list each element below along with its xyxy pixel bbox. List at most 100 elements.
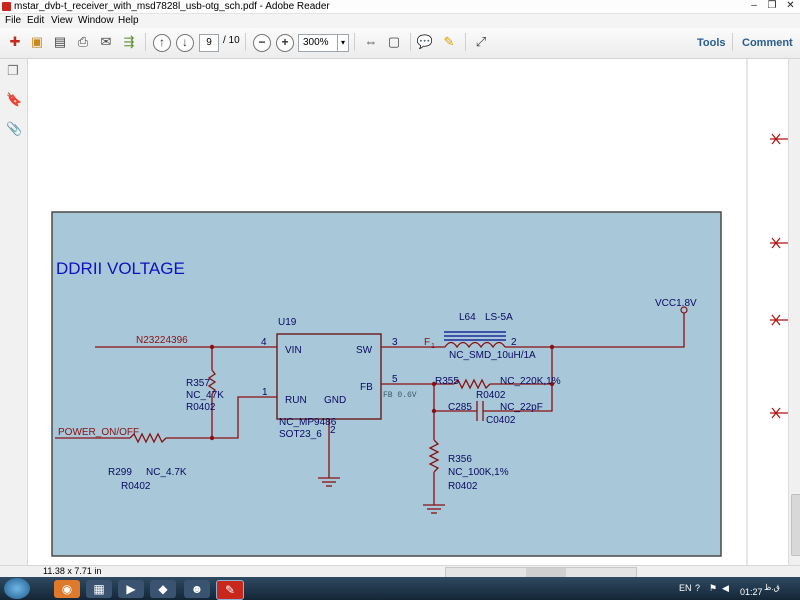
- clock[interactable]: 01:27: [740, 587, 763, 597]
- emoji-app-icon[interactable]: ☻: [184, 580, 210, 598]
- ic-ref-label: U19: [278, 317, 297, 328]
- media-player-icon[interactable]: ▶: [118, 580, 144, 598]
- comment-button[interactable]: Comment: [742, 37, 793, 49]
- ic-pin-gnd: GND: [324, 395, 346, 406]
- menu-file[interactable]: File: [5, 15, 22, 26]
- menu-view[interactable]: View: [51, 15, 73, 26]
- vcc-terminal: [680, 306, 688, 314]
- bookmarks-icon[interactable]: 🔖: [6, 92, 23, 107]
- fb-voltage-note: FB 0.6V: [383, 391, 417, 400]
- inductor-flag: F: [424, 337, 430, 348]
- flag-icon[interactable]: ⚑: [709, 583, 718, 593]
- u19-ic-body: [276, 333, 382, 420]
- ic-pin-number-sw: 3: [392, 337, 398, 348]
- ic-pin-number-run: 1: [262, 387, 268, 398]
- share-icon[interactable]: ⇶: [123, 34, 135, 49]
- highlight-text-icon[interactable]: ✎: [443, 34, 455, 49]
- open-folder-icon[interactable]: ▣: [30, 34, 44, 49]
- net-power-label: POWER_ON/OFF: [58, 427, 139, 438]
- firefox-icon[interactable]: ◉: [54, 580, 80, 598]
- l64-ref: L64: [459, 312, 476, 323]
- ic-pin-vin: VIN: [285, 345, 302, 356]
- page-number-input[interactable]: 9: [199, 34, 219, 52]
- ic-pin-run: RUN: [285, 395, 307, 406]
- l64-pin2: 2: [511, 337, 517, 348]
- page-dimensions: 11.38 x 7.71 in: [43, 566, 102, 576]
- toolbar-separator: [145, 33, 146, 51]
- junction-dots: [209, 344, 555, 441]
- r357-ref: R357: [186, 378, 210, 389]
- c285-value: NC_22pF: [500, 402, 543, 413]
- attachments-icon[interactable]: 📎: [6, 121, 23, 136]
- r357-package: R0402: [186, 402, 216, 413]
- fit-page-icon[interactable]: ▢: [387, 34, 401, 49]
- next-page-icon[interactable]: ↓: [176, 34, 194, 52]
- status-bar: [0, 565, 800, 578]
- create-pdf-icon[interactable]: ✚: [9, 34, 21, 49]
- horizontal-scroll-thumb[interactable]: [526, 568, 566, 577]
- menu-bar: [0, 14, 800, 28]
- vertical-scroll-thumb[interactable]: [791, 494, 800, 556]
- r355-ref: R355: [435, 376, 459, 387]
- r299-value: NC_4.7K: [146, 467, 187, 478]
- help-icon[interactable]: ?: [695, 583, 701, 593]
- date-indicator: ق.ظ: [764, 583, 780, 592]
- maximize-button[interactable]: ❐: [767, 0, 777, 11]
- r299-package: R0402: [121, 481, 151, 492]
- ic-pin-number-gnd: 2: [330, 425, 336, 436]
- start-button-icon[interactable]: [4, 578, 30, 599]
- toolbar: [0, 28, 800, 59]
- inductor-core: [444, 331, 506, 341]
- save-icon[interactable]: ▤: [53, 34, 67, 49]
- offpage-markers: [770, 133, 788, 419]
- app-icon[interactable]: ◆: [150, 580, 176, 598]
- zoom-in-icon[interactable]: +: [276, 34, 294, 52]
- panel-title: DDRII VOLTAGE: [56, 259, 185, 278]
- r356-ref: R356: [448, 454, 472, 465]
- page-thumbnails-icon[interactable]: ❐: [7, 63, 19, 78]
- r356-value: NC_100K,1%: [448, 467, 509, 478]
- net-input-label: N23224396: [136, 335, 188, 346]
- page-total: / 10: [223, 35, 240, 46]
- print-icon[interactable]: ⎙: [77, 34, 89, 49]
- ic-package-label: SOT23_6: [279, 429, 322, 440]
- zoom-out-icon[interactable]: −: [253, 34, 271, 52]
- toolbar-separator: [732, 33, 733, 51]
- ic-pin-fb: FB: [360, 382, 373, 393]
- previous-page-icon[interactable]: ↑: [153, 34, 171, 52]
- full-screen-icon[interactable]: ⤢: [475, 34, 487, 49]
- toolbar-separator: [410, 33, 411, 51]
- volume-icon[interactable]: ◀: [722, 583, 729, 593]
- close-button[interactable]: ✕: [786, 0, 795, 11]
- sticky-note-icon[interactable]: 💬: [416, 34, 434, 49]
- r355-package: R0402: [476, 390, 506, 401]
- adobe-reader-taskbar-icon[interactable]: ✎: [216, 580, 244, 600]
- adobe-reader-icon: [2, 2, 11, 11]
- vertical-scrollbar[interactable]: [788, 59, 800, 565]
- toolbar-separator: [245, 33, 246, 51]
- email-icon[interactable]: ✉: [100, 34, 112, 49]
- ic-pin-number-vin: 4: [261, 337, 267, 348]
- net-output-label: VCC1.8V: [655, 298, 697, 309]
- minimize-button[interactable]: –: [751, 0, 757, 11]
- menu-help[interactable]: Help: [118, 15, 139, 26]
- tools-button[interactable]: Tools: [697, 37, 726, 49]
- navigation-pane: [0, 59, 28, 565]
- c285-ref: C285: [448, 402, 472, 413]
- l64-pin1: 1: [431, 343, 435, 350]
- title-bar: mstar_dvb-t_receiver_with_msd7828l_usb-o…: [0, 0, 800, 14]
- r357-value: NC_47K: [186, 390, 224, 401]
- l64-value: NC_SMD_10uH/1A: [449, 350, 536, 361]
- c285-package: C0402: [486, 415, 516, 426]
- zoom-dropdown-chevron-icon[interactable]: ▾: [337, 34, 349, 52]
- ground-symbols: [318, 477, 445, 514]
- fit-width-icon[interactable]: ⇔: [364, 34, 378, 49]
- menu-window[interactable]: Window: [78, 15, 114, 26]
- ic-pin-number-fb: 5: [392, 374, 398, 385]
- menu-edit[interactable]: Edit: [27, 15, 45, 26]
- language-indicator[interactable]: EN: [679, 583, 692, 593]
- l64-part: LS-5A: [485, 312, 513, 323]
- window-title: mstar_dvb-t_receiver_with_msd7828l_usb-o…: [14, 1, 330, 12]
- file-explorer-icon[interactable]: ▦: [86, 580, 112, 598]
